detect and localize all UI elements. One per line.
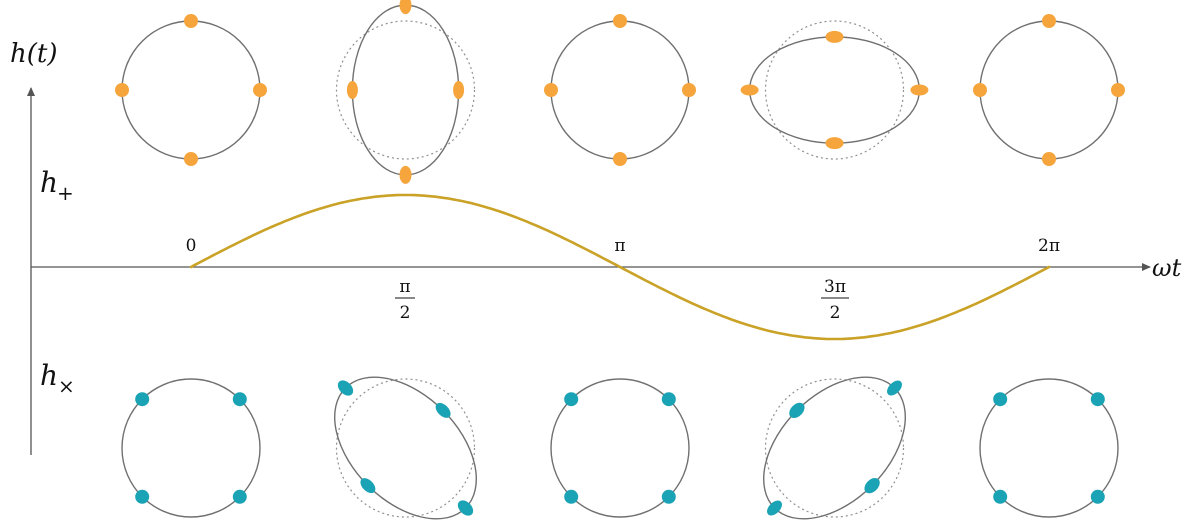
- cross-particle: [1090, 489, 1105, 504]
- cross-particle: [1090, 392, 1105, 407]
- plus-particle: [825, 137, 844, 150]
- plus-particle: [115, 83, 129, 97]
- deformed-ring: [550, 20, 690, 160]
- plus-ring-1: [335, 0, 476, 184]
- plus-particle: [346, 81, 358, 99]
- plus-particle: [740, 84, 759, 96]
- plus-particle: [184, 14, 198, 28]
- cross-particle: [135, 392, 150, 407]
- cross-particle: [767, 500, 782, 516]
- wave-curve: [189, 193, 1051, 341]
- cross-particle: [360, 478, 376, 494]
- cross-particle: [887, 380, 902, 396]
- plus-ring-4: [973, 14, 1125, 166]
- reference-circle: [764, 378, 905, 518]
- deformed-ring: [748, 36, 921, 144]
- tick-label-pi: π: [614, 236, 625, 256]
- deformed-ring: [121, 20, 261, 160]
- deformed-ring: [550, 378, 690, 518]
- cross-particle: [993, 489, 1008, 504]
- deformed-ring: [333, 376, 478, 520]
- reference-circle: [335, 378, 476, 518]
- reference-circle: [335, 20, 476, 160]
- tick-label-0: 0: [186, 236, 197, 256]
- plus-particle: [682, 83, 696, 97]
- deformed-ring: [351, 4, 460, 176]
- cross-particle: [435, 402, 451, 418]
- plus-polarization-rings: [115, 0, 1125, 184]
- y-axis-label: h(t): [10, 39, 57, 69]
- x-axis-label: ωt: [1152, 254, 1182, 282]
- cross-ring-1: [333, 376, 478, 520]
- plus-particle: [184, 152, 198, 166]
- cross-ring-3: [762, 376, 907, 520]
- plus-particle: [1111, 83, 1125, 97]
- cross-ring-4: [979, 378, 1119, 518]
- cross-row-symbol: h: [40, 359, 58, 392]
- tick-label-2pi: 2π: [1038, 236, 1060, 256]
- plus-particle: [544, 83, 558, 97]
- cross-particle: [993, 392, 1008, 407]
- cross-polarization-label: h ×: [40, 359, 75, 398]
- reference-circle: [764, 20, 905, 160]
- plus-particle: [453, 81, 465, 99]
- cross-particle: [564, 489, 579, 504]
- cross-row-subscript: ×: [58, 374, 75, 398]
- plus-particle: [1042, 14, 1056, 28]
- tick-denominator: 2: [400, 303, 411, 323]
- plus-particle: [253, 83, 267, 97]
- plus-row-symbol: h: [40, 166, 58, 199]
- plus-particle: [399, 0, 412, 15]
- plus-particle: [825, 30, 844, 43]
- cross-particle: [232, 489, 247, 504]
- cross-particle: [135, 489, 150, 504]
- plus-particle: [613, 152, 627, 166]
- cross-particle: [864, 477, 880, 494]
- deformed-ring: [121, 378, 261, 518]
- tick-numerator: 3π: [824, 277, 846, 297]
- cross-particle: [232, 392, 247, 407]
- plus-ring-2: [544, 14, 696, 166]
- tick-label-pi-over-2: π 2: [395, 277, 415, 323]
- cross-particle: [564, 392, 579, 407]
- cross-polarization-rings: [121, 376, 1119, 520]
- plus-particle: [1042, 152, 1056, 166]
- plus-particle: [399, 165, 412, 184]
- tick-denominator: 2: [830, 303, 841, 323]
- cross-particle: [661, 489, 676, 504]
- deformed-ring: [979, 20, 1119, 160]
- plus-particle: [613, 14, 627, 28]
- plus-ring-3: [740, 20, 929, 160]
- cross-particle: [337, 380, 354, 396]
- plus-particle: [973, 83, 987, 97]
- tick-label-3pi-over-2: 3π 2: [821, 277, 849, 323]
- cross-ring-0: [121, 378, 261, 518]
- plus-ring-0: [115, 14, 267, 166]
- cross-particle: [457, 500, 474, 516]
- plus-particle: [910, 84, 929, 96]
- cross-ring-2: [550, 378, 690, 518]
- plus-polarization-label: h +: [40, 166, 74, 205]
- deformed-ring: [979, 378, 1119, 518]
- tick-numerator: π: [399, 277, 410, 297]
- plus-row-subscript: +: [57, 181, 74, 205]
- cross-particle: [661, 392, 676, 407]
- deformed-ring: [762, 376, 907, 520]
- cross-particle: [789, 402, 805, 419]
